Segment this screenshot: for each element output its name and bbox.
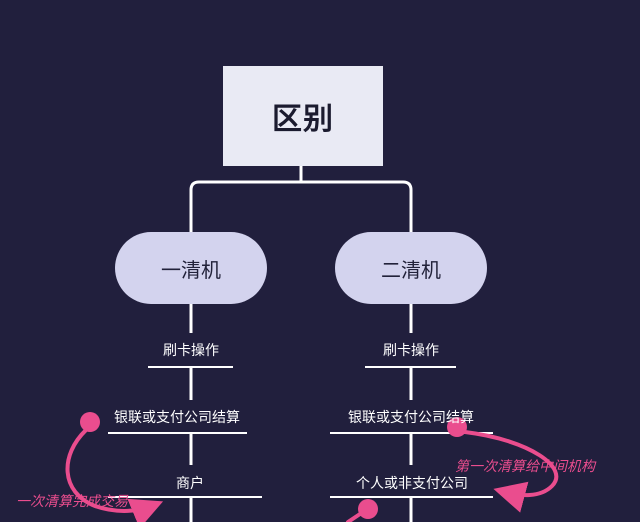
step-merchant-left: 商户 xyxy=(176,476,204,492)
annotation-right-note: 第一次清算给中间机构 xyxy=(455,459,595,475)
root-title: 区别 xyxy=(272,102,334,137)
root-node: 区别 xyxy=(223,66,383,166)
root-connector xyxy=(189,166,413,232)
underline-left xyxy=(108,366,262,498)
annotation-arrow-left xyxy=(65,412,164,522)
step-settlement-left: 银联或支付公司结算 xyxy=(114,410,240,426)
branch-node-first-clearing: 一清机 xyxy=(115,232,267,304)
branch-node-second-clearing: 二清机 xyxy=(335,232,487,304)
branch-title-second-clearing: 二清机 xyxy=(381,257,441,282)
step-card-swipe-right: 刷卡操作 xyxy=(383,343,439,359)
branch-title-first-clearing: 一清机 xyxy=(161,257,221,282)
annotation-arrow-right xyxy=(346,417,559,522)
step-individual-right: 个人或非支付公司 xyxy=(356,476,468,492)
step-card-swipe-left: 刷卡操作 xyxy=(163,343,219,359)
annotation-left-note: 一次清算完成交易 xyxy=(16,494,128,510)
step-settlement-right: 银联或支付公司结算 xyxy=(348,410,474,426)
